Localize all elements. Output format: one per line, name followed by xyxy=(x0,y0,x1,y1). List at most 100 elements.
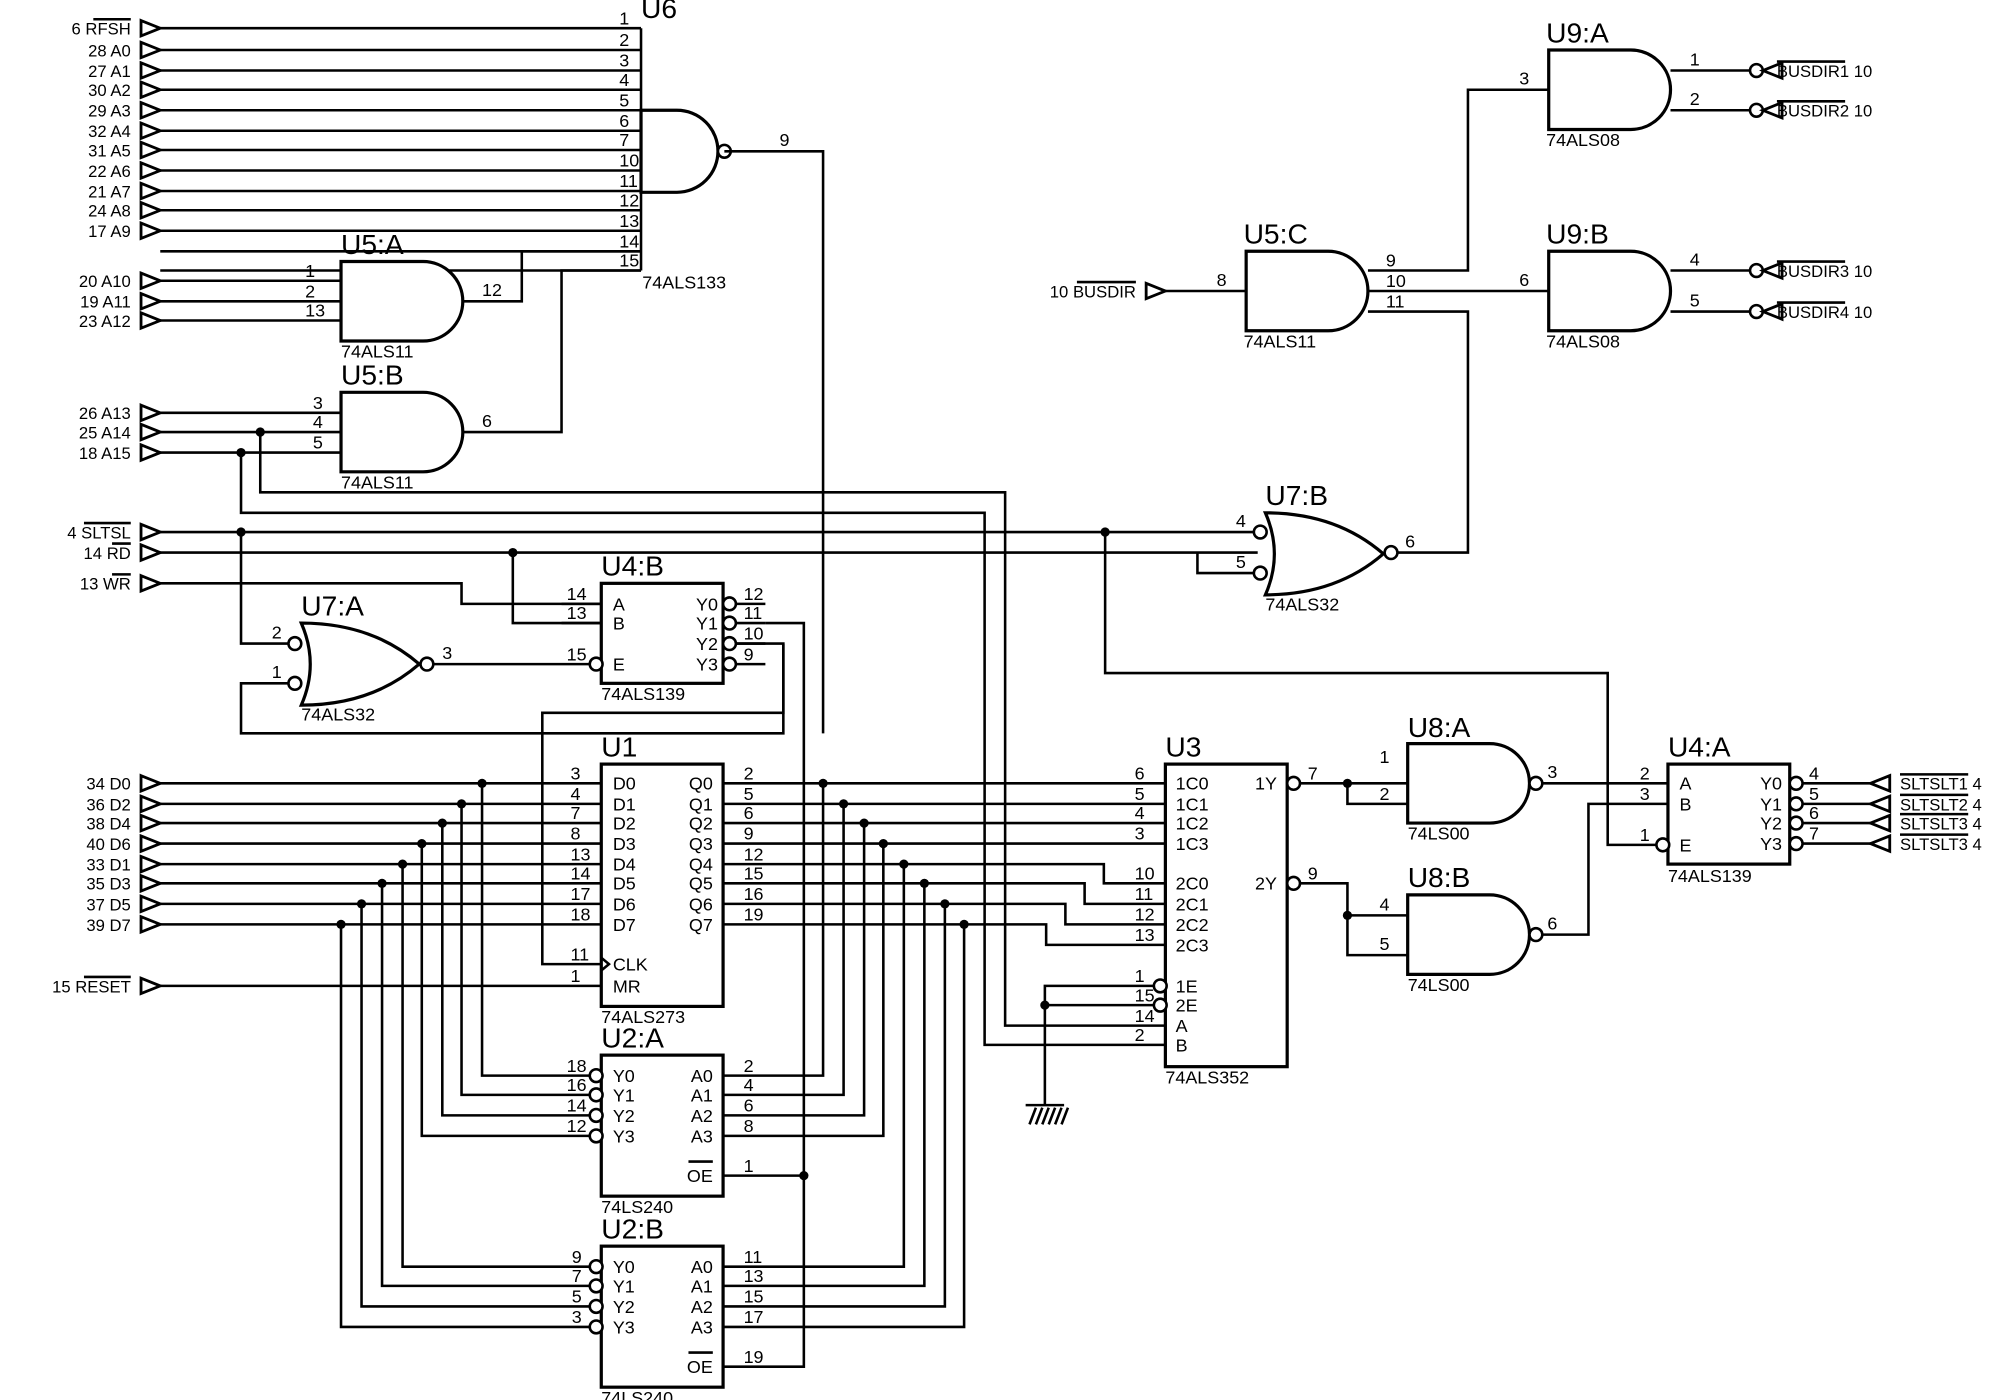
input-port xyxy=(139,522,165,542)
inversion-bubble xyxy=(1788,815,1804,831)
u7b-or-gate xyxy=(1262,511,1386,597)
pin-number: 10 xyxy=(1386,271,1406,291)
input-label-a8: 24 A8 xyxy=(88,202,131,221)
pin-name: Q3 xyxy=(689,834,713,854)
part-number: 74ALS11 xyxy=(1244,331,1317,351)
pin-number: 4 xyxy=(1379,894,1389,914)
inversion-bubble xyxy=(419,656,435,672)
pin-number: 7 xyxy=(1809,824,1819,844)
inversion-bubble xyxy=(1285,775,1302,792)
pin-number: 2 xyxy=(1640,763,1650,783)
input-label-a0: 28 A0 xyxy=(88,41,131,60)
wire xyxy=(360,903,590,1308)
inversion-bubble xyxy=(588,1128,604,1144)
pin-name: 2Y xyxy=(1255,874,1277,894)
pin-number: 9 xyxy=(744,644,754,664)
input-port xyxy=(139,573,165,594)
pin-name: B xyxy=(1679,794,1691,814)
pin-number: 9 xyxy=(1386,251,1396,271)
wire xyxy=(239,532,295,645)
pin-number: 6 xyxy=(482,411,492,431)
pin-number: 1 xyxy=(272,662,282,682)
pin-number: 13 xyxy=(571,844,591,864)
input-label-rfsh: 6 RFSH xyxy=(72,20,131,39)
pin-name: 1Y xyxy=(1255,774,1277,794)
pin-number: 2 xyxy=(1135,1025,1145,1045)
pin-name: A xyxy=(1176,1016,1188,1036)
part-number: 74LS240 xyxy=(601,1388,673,1400)
input-port xyxy=(139,79,165,100)
pin-name: A3 xyxy=(691,1126,713,1146)
part-number: 74ALS32 xyxy=(1265,594,1339,614)
input-label-a11: 19 A11 xyxy=(80,293,131,312)
pin-number: 2 xyxy=(1379,784,1389,804)
pin-number: 12 xyxy=(567,1116,587,1136)
pin-number: 9 xyxy=(1308,863,1318,883)
input-label-busdir: 10 BUSDIR xyxy=(1050,282,1136,301)
pin-name: D0 xyxy=(613,774,636,794)
pin-name: A2 xyxy=(691,1106,713,1126)
u4a-decoder xyxy=(1666,762,1792,866)
input-port xyxy=(139,270,165,291)
pin-number: 3 xyxy=(1135,824,1145,844)
pin-number: 8 xyxy=(744,1116,754,1136)
u6-nand-gate xyxy=(639,108,720,194)
input-label-a9: 17 A9 xyxy=(88,222,131,241)
input-label-d7: 39 D7 xyxy=(86,916,130,935)
clock-marker xyxy=(600,956,611,972)
input-label-rd: 14 RD xyxy=(84,544,131,563)
wire xyxy=(723,902,1166,926)
pin-name: B xyxy=(613,613,625,633)
pin-number: 16 xyxy=(567,1075,587,1095)
ref-designator: U5:B xyxy=(341,359,404,391)
pin-number: 5 xyxy=(572,1287,582,1307)
u5a-and-gate xyxy=(339,259,465,343)
pin-name: Q4 xyxy=(689,855,713,875)
pin-name: A1 xyxy=(691,1276,713,1296)
part-number: 74ALS08 xyxy=(1546,331,1620,351)
u4b-decoder xyxy=(599,581,725,685)
pin-number: 5 xyxy=(619,90,629,110)
pin-number: 8 xyxy=(1217,270,1227,290)
pin-number: 15 xyxy=(619,251,639,271)
input-label-a15: 18 A15 xyxy=(79,444,131,463)
inversion-bubble xyxy=(588,656,604,672)
pin-number: 13 xyxy=(567,603,587,623)
junction-dot xyxy=(1040,1000,1050,1010)
pin-number: 10 xyxy=(1135,863,1155,883)
wire xyxy=(723,843,885,1138)
input-label-d4: 38 D4 xyxy=(86,814,130,833)
pin-number: 11 xyxy=(1386,292,1405,312)
input-port xyxy=(139,976,165,996)
pin-number: 1 xyxy=(619,8,629,28)
pin-number: 13 xyxy=(619,211,639,231)
pin-name: A0 xyxy=(691,1066,713,1086)
part-number: 74ALS08 xyxy=(1546,130,1620,150)
part-number: 74LS00 xyxy=(1408,975,1470,995)
pin-number: 3 xyxy=(313,393,323,413)
pin-number: 11 xyxy=(1135,884,1154,904)
pin-name: CLK xyxy=(613,955,648,975)
pin-number: 13 xyxy=(1135,925,1155,945)
pin-number: 10 xyxy=(619,151,639,171)
input-label-a10: 20 A10 xyxy=(79,272,131,291)
wire xyxy=(380,883,590,1288)
output-label-busdir1: BUSDIR1 10 xyxy=(1777,62,1872,81)
pin-number: 2 xyxy=(619,30,629,50)
output-label-sltslt2: SLTSLT2 4 xyxy=(1900,795,1982,814)
pin-name: B xyxy=(1176,1035,1188,1055)
input-port xyxy=(139,100,165,121)
wire xyxy=(401,864,590,1268)
input-port xyxy=(139,18,165,38)
pin-name: Y1 xyxy=(613,1276,635,1296)
output-port xyxy=(1759,100,1784,121)
output-port xyxy=(1759,301,1784,322)
ref-designator: U2:A xyxy=(601,1021,664,1053)
pin-number: 11 xyxy=(744,603,763,623)
pin-name: 2E xyxy=(1176,996,1198,1016)
input-port xyxy=(139,854,165,874)
pin-number: 2 xyxy=(744,763,754,783)
pin-name: D6 xyxy=(613,894,636,914)
inversion-bubble xyxy=(1655,837,1671,853)
inversion-bubble xyxy=(1252,524,1268,540)
